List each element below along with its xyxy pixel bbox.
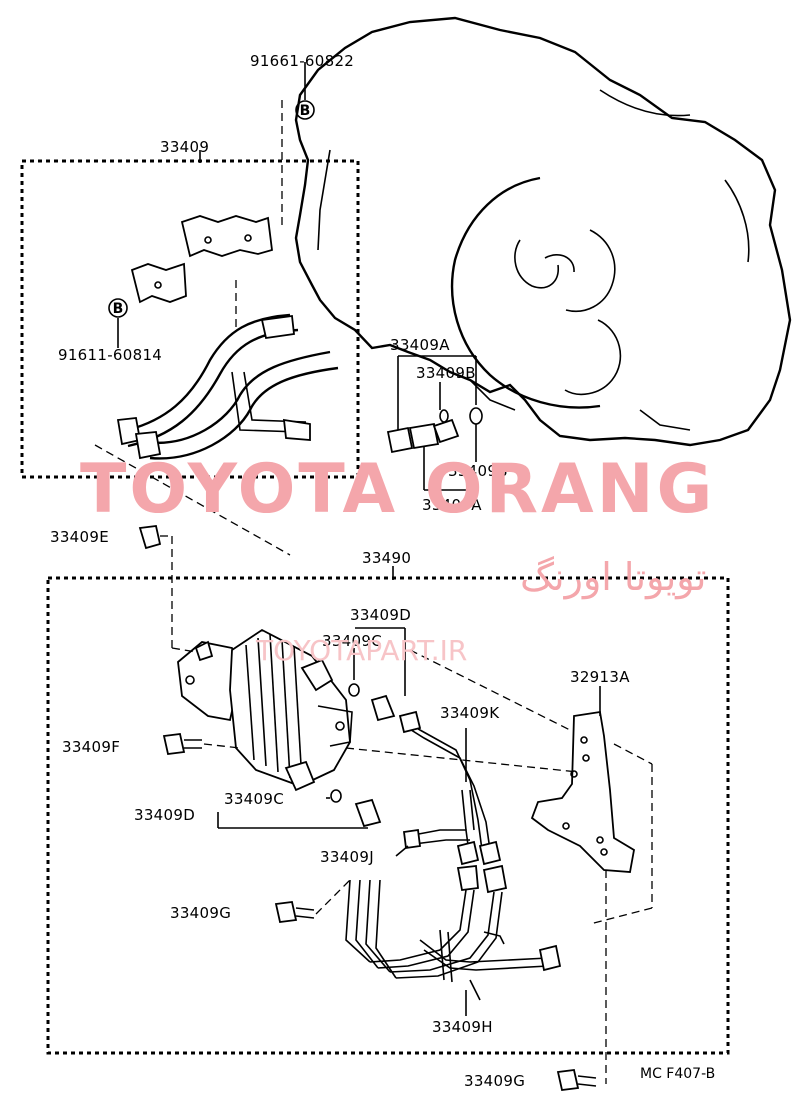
diagram-caption: MC F407-B	[640, 1066, 715, 1082]
label-33409d-left: 33409D	[134, 806, 195, 824]
union-fittings	[386, 407, 483, 454]
label-33409b-bottom: 33409B	[448, 462, 508, 480]
label-33409g-left: 33409G	[170, 904, 231, 922]
watermark-url: TOYOTAPART.IR	[255, 634, 467, 667]
label-33409a-bottom: 33409A	[422, 496, 482, 514]
label-33409g-bottom: 33409G	[464, 1072, 525, 1090]
hose-clamp-lower	[130, 262, 187, 304]
watermark-brand-en: TOYOTA ORANG	[80, 450, 715, 529]
bolt-marker-b-top: B	[295, 100, 315, 120]
bolt-33409g-left	[274, 901, 315, 923]
label-33409e: 33409E	[50, 528, 109, 546]
svg-text:B: B	[300, 103, 311, 119]
label-33490: 33490	[362, 549, 411, 567]
bolt-marker-b-left: B	[108, 298, 128, 318]
label-33409k: 33409K	[440, 704, 500, 722]
label-91611-60814: 91611-60814	[58, 346, 162, 364]
bracket-32913a	[530, 710, 635, 873]
nut-33409e	[138, 525, 162, 550]
connector-33409d-upper	[370, 694, 396, 722]
label-33409d-top: 33409D	[350, 606, 411, 624]
lower-group-boundary	[46, 576, 730, 1055]
transmission-housing	[294, 16, 792, 447]
upper-group-boundary	[20, 159, 360, 479]
label-33409b-top: 33409B	[416, 364, 476, 382]
label-33409h: 33409H	[432, 1018, 493, 1036]
oil-cooler-hoses	[116, 313, 339, 460]
bolt-33409f	[162, 733, 202, 755]
label-33409a-top: 33409A	[390, 336, 450, 354]
watermark: TOYOTA ORANG تویوتا اورنگ TOYOTAPART.IR	[80, 450, 715, 667]
label-33409c-top: 33409C	[322, 632, 382, 650]
oil-pipe-bundle	[345, 864, 562, 1001]
label-33409j: 33409J	[320, 848, 374, 866]
label-33409f: 33409F	[62, 738, 120, 756]
bolt-33409g-bottom	[556, 1069, 597, 1091]
part-labels: 91661-60822 33409 91611-60814 33409A 334…	[50, 52, 715, 1090]
label-32913a: 32913A	[570, 668, 630, 686]
svg-text:B: B	[113, 301, 124, 317]
label-91661-60822: 91661-60822	[250, 52, 354, 70]
label-33409: 33409	[160, 138, 209, 156]
label-33409c-mid: 33409C	[224, 790, 284, 808]
oil-cooler-core	[177, 628, 353, 792]
oil-pipes	[398, 710, 502, 866]
watermark-brand-fa: تویوتا اورنگ	[520, 555, 707, 600]
hose-clamp-upper	[180, 215, 273, 258]
connector-33409d-lower	[354, 798, 382, 828]
